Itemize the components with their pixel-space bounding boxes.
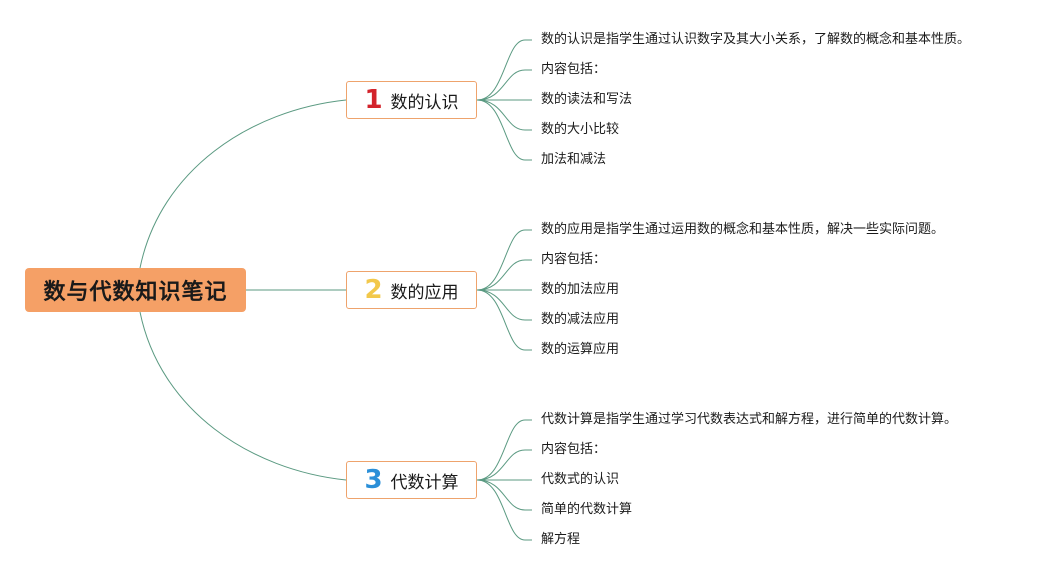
connector-branch-3-leaves: [476, 419, 532, 541]
connector-root-branch-3: [139, 311, 347, 481]
leaf-item[interactable]: 解方程: [541, 532, 581, 547]
leaf-item[interactable]: 数的读法和写法: [541, 92, 633, 107]
root-node[interactable]: 数与代数知识笔记: [25, 268, 246, 312]
branch-label-1: 数的认识: [390, 92, 459, 113]
leaf-item[interactable]: 数的运算应用: [541, 342, 620, 357]
branch-node-3[interactable]: 3 代数计算: [346, 461, 477, 499]
connector-root-branch-1: [139, 99, 347, 269]
branch-label-2: 数的应用: [390, 282, 459, 303]
leaf-item[interactable]: 数的应用是指学生通过运用数的概念和基本性质，解决一些实际问题。: [541, 222, 945, 237]
branch-label-3: 代数计算: [390, 472, 459, 493]
branch-node-1[interactable]: 1 数的认识: [346, 81, 477, 119]
leaf-item[interactable]: 数的加法应用: [541, 282, 620, 297]
branch-number-2: 2: [364, 275, 383, 305]
root-label: 数与代数知识笔记: [43, 280, 228, 305]
leaf-item[interactable]: 数的大小比较: [541, 122, 620, 137]
leaf-item[interactable]: 数的认识是指学生通过认识数字及其大小关系，了解数的概念和基本性质。: [541, 32, 971, 47]
leaf-item[interactable]: 内容包括：: [541, 252, 607, 267]
connector-branch-1-leaves: [476, 39, 532, 161]
branch-number-3: 3: [364, 465, 383, 495]
leaf-item[interactable]: 数的减法应用: [541, 312, 620, 327]
leaf-item[interactable]: 代数式的认识: [541, 472, 620, 487]
leaf-item[interactable]: 加法和减法: [541, 152, 607, 167]
connector-branch-2-leaves: [476, 229, 532, 351]
leaf-item[interactable]: 代数计算是指学生通过学习代数表达式和解方程，进行简单的代数计算。: [541, 412, 958, 427]
branch-number-1: 1: [364, 85, 383, 115]
leaf-item[interactable]: 内容包括：: [541, 62, 607, 77]
leaf-item[interactable]: 内容包括：: [541, 442, 607, 457]
leaf-item[interactable]: 简单的代数计算: [541, 502, 633, 517]
branch-node-2[interactable]: 2 数的应用: [346, 271, 477, 309]
